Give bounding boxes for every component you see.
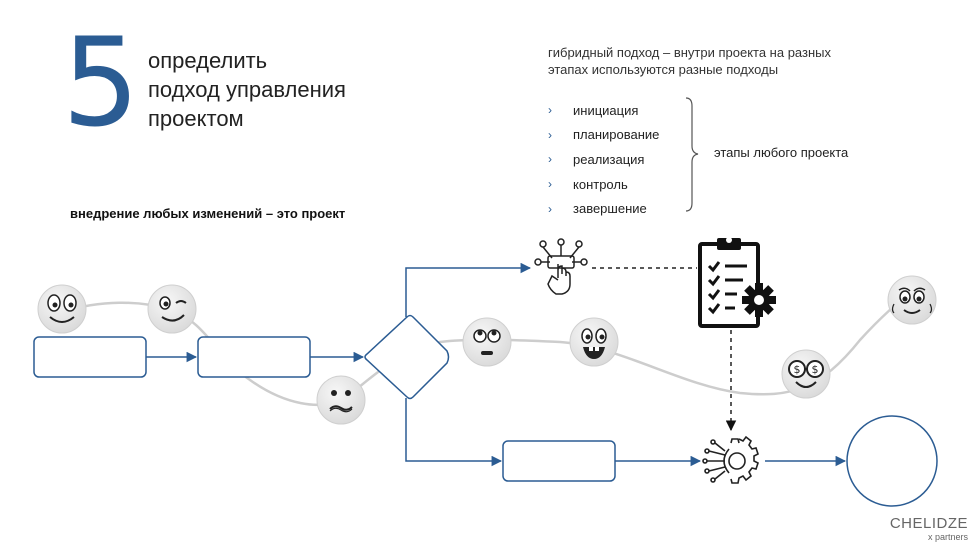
decision-diamond	[364, 314, 450, 400]
chevron-right-icon: ›	[548, 152, 552, 167]
brand-logo: CHELIDZE x partners	[889, 515, 968, 543]
title-line-3: проектом	[148, 106, 244, 131]
touch-network-icon	[534, 238, 588, 295]
arrow-diamond-down	[405, 398, 503, 467]
stage-label: контроль	[573, 176, 628, 192]
slide-title: определить подход управления проектом	[148, 46, 346, 133]
svg-text:$: $	[812, 363, 819, 376]
end-circle	[846, 415, 938, 507]
title-line-2: подход управления	[148, 77, 346, 102]
process-box-1	[33, 336, 147, 378]
chevron-right-icon: ›	[548, 177, 552, 192]
slide-number: 5	[62, 12, 140, 154]
hybrid-line-2: этапах используются разные подходы	[548, 62, 779, 77]
process-box-3	[502, 440, 616, 482]
stage-label: планирование	[573, 127, 660, 143]
stage-item: › реализация	[548, 147, 659, 172]
emoji-money-face: $ $	[781, 349, 831, 399]
stage-item: › завершение	[548, 196, 659, 221]
stages-brace	[685, 97, 699, 212]
emoji-happy-face	[37, 284, 87, 334]
emoji-neutral-face	[462, 317, 512, 367]
emoji-grimace-face	[316, 375, 366, 425]
hybrid-line-1: гибридный подход – внутри проекта на раз…	[548, 45, 832, 60]
hybrid-approach-text: гибридный подход – внутри проекта на раз…	[548, 44, 831, 78]
stage-label: инициация	[573, 102, 639, 118]
brand-sub: x partners	[927, 532, 968, 542]
subtitle: внедрение любых изменений – это проект	[70, 206, 346, 221]
stage-list: › инициация › планирование › реализация …	[548, 98, 659, 221]
arrow-diamond-up	[405, 262, 532, 317]
brand-name: CHELIDZE	[889, 515, 968, 532]
chevron-right-icon: ›	[548, 201, 552, 216]
stage-item: › планирование	[548, 123, 659, 148]
emoji-teary-face	[887, 275, 937, 325]
stage-item: › инициация	[548, 98, 659, 123]
chevron-right-icon: ›	[548, 127, 552, 142]
process-box-2	[197, 336, 311, 378]
stage-label: реализация	[573, 151, 645, 167]
stage-item: › контроль	[548, 172, 659, 197]
title-line-1: определить	[148, 48, 268, 73]
stages-label: этапы любого проекта	[714, 145, 849, 160]
svg-text:$: $	[794, 363, 801, 376]
stage-label: завершение	[573, 201, 647, 217]
chevron-right-icon: ›	[548, 103, 552, 118]
gear-process-icon	[702, 435, 759, 484]
clipboard-gear-icon	[698, 237, 776, 328]
emoji-wink-face	[147, 284, 197, 334]
emoji-toothy-face	[569, 317, 619, 367]
